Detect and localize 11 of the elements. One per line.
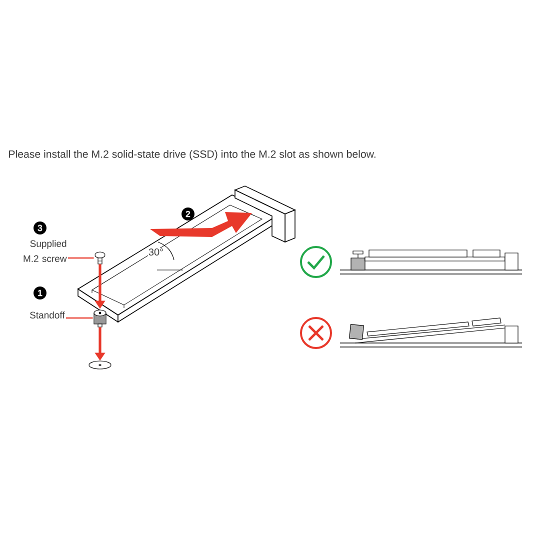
screw-drawing (94, 252, 106, 264)
heading: Please install the M.2 solid-state drive (SSD) into the M.2 slot as shown below. (9, 150, 376, 160)
pad-drawing (88, 360, 112, 370)
part-label: Supplied M.2 screw (24, 240, 67, 262)
callout-number: 2 (182, 208, 194, 220)
leader-line (68, 257, 94, 259)
callout-number: 3 (34, 222, 46, 234)
standoff-drawing (94, 310, 106, 328)
part-label: Standoff (30, 312, 65, 318)
callout-number: 1 (34, 286, 46, 300)
leader-line (66, 317, 93, 319)
